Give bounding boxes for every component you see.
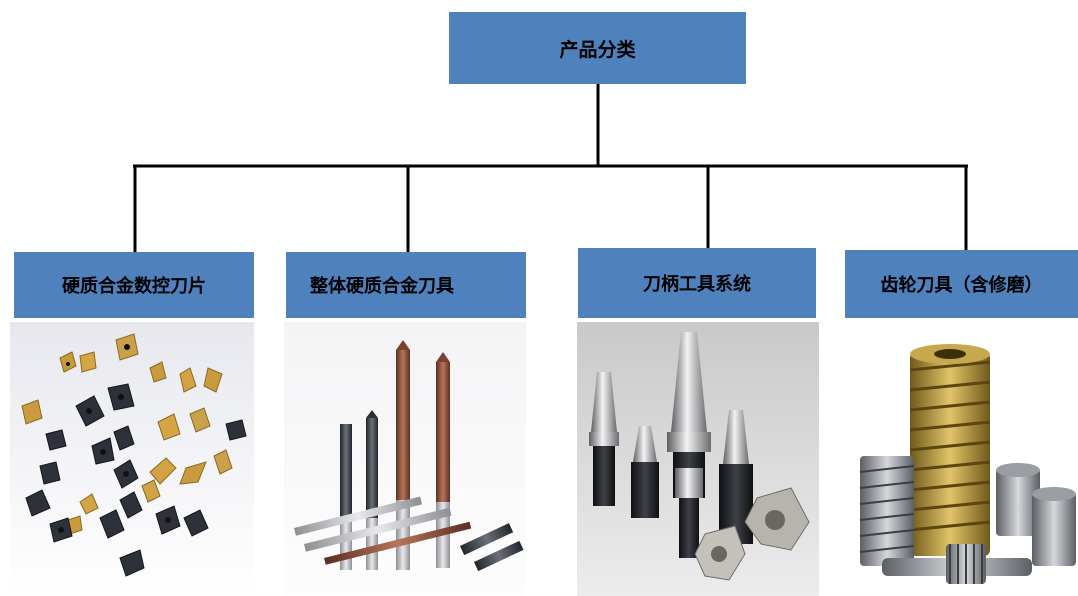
black-insert-icon [25, 383, 247, 577]
category-node-tool-holders[interactable]: 刀柄工具系统 [578, 248, 816, 318]
category-label: 齿轮刀具（含修磨） [880, 275, 1043, 296]
category-label: 刀柄工具系统 [643, 274, 751, 295]
tool-holders-photo [577, 322, 819, 596]
category-label: 硬质合金数控刀片 [62, 276, 206, 297]
category-label: 整体硬质合金刀具 [310, 276, 454, 297]
tool-holder-icon [589, 332, 810, 581]
category-node-inserts[interactable]: 硬质合金数控刀片 [14, 252, 254, 318]
drill-icon [294, 340, 524, 572]
gear-hob-icon [859, 344, 1076, 584]
solid-carbide-drills-photo [284, 322, 526, 596]
gold-insert-icon [21, 333, 233, 535]
cnc-inserts-photo [10, 322, 254, 596]
category-node-gear-tools[interactable]: 齿轮刀具（含修磨） [845, 250, 1078, 318]
category-node-solid-carbide[interactable]: 整体硬质合金刀具 [286, 252, 526, 318]
root-node[interactable]: 产品分类 [449, 12, 746, 84]
root-label: 产品分类 [559, 38, 636, 61]
gear-hobs-photo [846, 322, 1078, 596]
